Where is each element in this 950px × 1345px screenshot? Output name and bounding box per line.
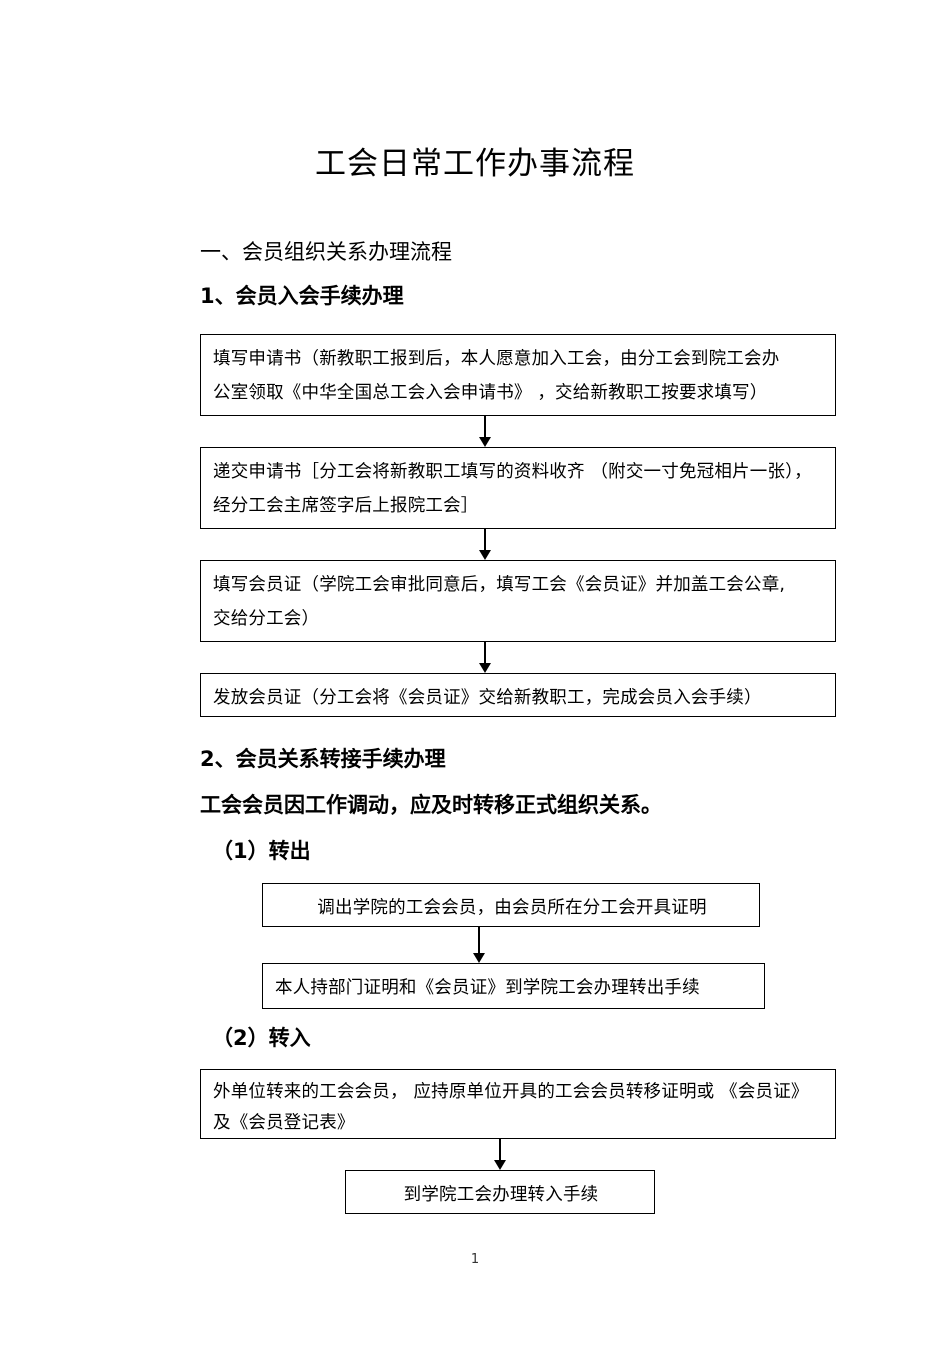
transfer-in-heading: （2）转入 — [212, 1026, 311, 1050]
arrow-head — [479, 663, 491, 673]
arrow-head — [473, 953, 485, 963]
flow-step-line: 递交申请书［分工会将新教职工填写的资料收齐 （附交一寸免冠相片一张）， — [213, 462, 812, 482]
arrow-head — [494, 1160, 506, 1170]
flow-step-transfer-in-documents: 外单位转来的工会会员， 应持原单位开具的工会会员转移证明或 《会员证》 及《会员… — [200, 1069, 836, 1139]
arrow-shaft — [499, 1139, 501, 1161]
section-heading-1: 一、会员组织关系办理流程 — [200, 240, 452, 264]
flow-arrow-down-icon — [479, 416, 492, 447]
arrow-shaft — [484, 416, 486, 438]
arrow-head — [479, 437, 491, 447]
flow-step-line: 发放会员证（分工会将《会员证》交给新教职工，完成会员入会手续） — [213, 688, 762, 708]
subsection-note: 工会会员因工作调动，应及时转移正式组织关系。 — [200, 793, 662, 817]
transfer-out-heading: （1）转出 — [212, 839, 311, 863]
flow-step-transfer-out-certificate: 调出学院的工会会员，由会员所在分工会开具证明 — [262, 883, 760, 927]
flow-arrow-down-icon — [473, 927, 486, 963]
flow-step-line: 填写会员证（学院工会审批同意后，填写工会《会员证》并加盖工会公章, — [213, 575, 786, 595]
flow-step-line: 经分工会主席签字后上报院工会］ — [213, 496, 479, 516]
flow-arrow-down-icon — [494, 1139, 507, 1170]
flow-step-line: 及《会员登记表》 — [213, 1113, 355, 1133]
arrow-shaft — [478, 927, 480, 954]
flow-step-transfer-out-procedure: 本人持部门证明和《会员证》到学院工会办理转出手续 — [262, 963, 765, 1009]
page-number: 1 — [470, 1252, 480, 1267]
flow-arrow-down-icon — [479, 642, 492, 673]
arrow-head — [479, 550, 491, 560]
flow-step-line: 本人持部门证明和《会员证》到学院工会办理转出手续 — [275, 978, 700, 998]
flow-step-line: 到学院工会办理转入手续 — [403, 1185, 599, 1205]
flow-step-line: 调出学院的工会会员，由会员所在分工会开具证明 — [317, 898, 707, 918]
flow-step-fill-member-card: 填写会员证（学院工会审批同意后，填写工会《会员证》并加盖工会公章, 交给分工会） — [200, 560, 836, 642]
flow-step-line: 填写申请书（新教职工报到后，本人愿意加入工会，由分工会到院工会办 — [213, 349, 780, 369]
flow-arrow-down-icon — [479, 529, 492, 560]
flow-step-submit-application: 递交申请书［分工会将新教职工填写的资料收齐 （附交一寸免冠相片一张）， 经分工会… — [200, 447, 836, 529]
flow-step-line: 外单位转来的工会会员， 应持原单位开具的工会会员转移证明或 《会员证》 — [213, 1082, 809, 1102]
page-title: 工会日常工作办事流程 — [315, 146, 635, 182]
arrow-shaft — [484, 529, 486, 551]
subsection-heading-2: 2、会员关系转接手续办理 — [200, 747, 446, 771]
flow-step-transfer-in-procedure: 到学院工会办理转入手续 — [345, 1170, 655, 1214]
flow-step-line: 公室领取《中华全国总工会入会申请书》 ，交给新教职工按要求填写） — [213, 383, 768, 403]
arrow-shaft — [484, 642, 486, 664]
subsection-heading-1: 1、会员入会手续办理 — [200, 284, 404, 308]
flow-step-issue-member-card: 发放会员证（分工会将《会员证》交给新教职工，完成会员入会手续） — [200, 673, 836, 717]
flow-step-fill-application: 填写申请书（新教职工报到后，本人愿意加入工会，由分工会到院工会办 公室领取《中华… — [200, 334, 836, 416]
flow-step-line: 交给分工会） — [213, 609, 320, 629]
